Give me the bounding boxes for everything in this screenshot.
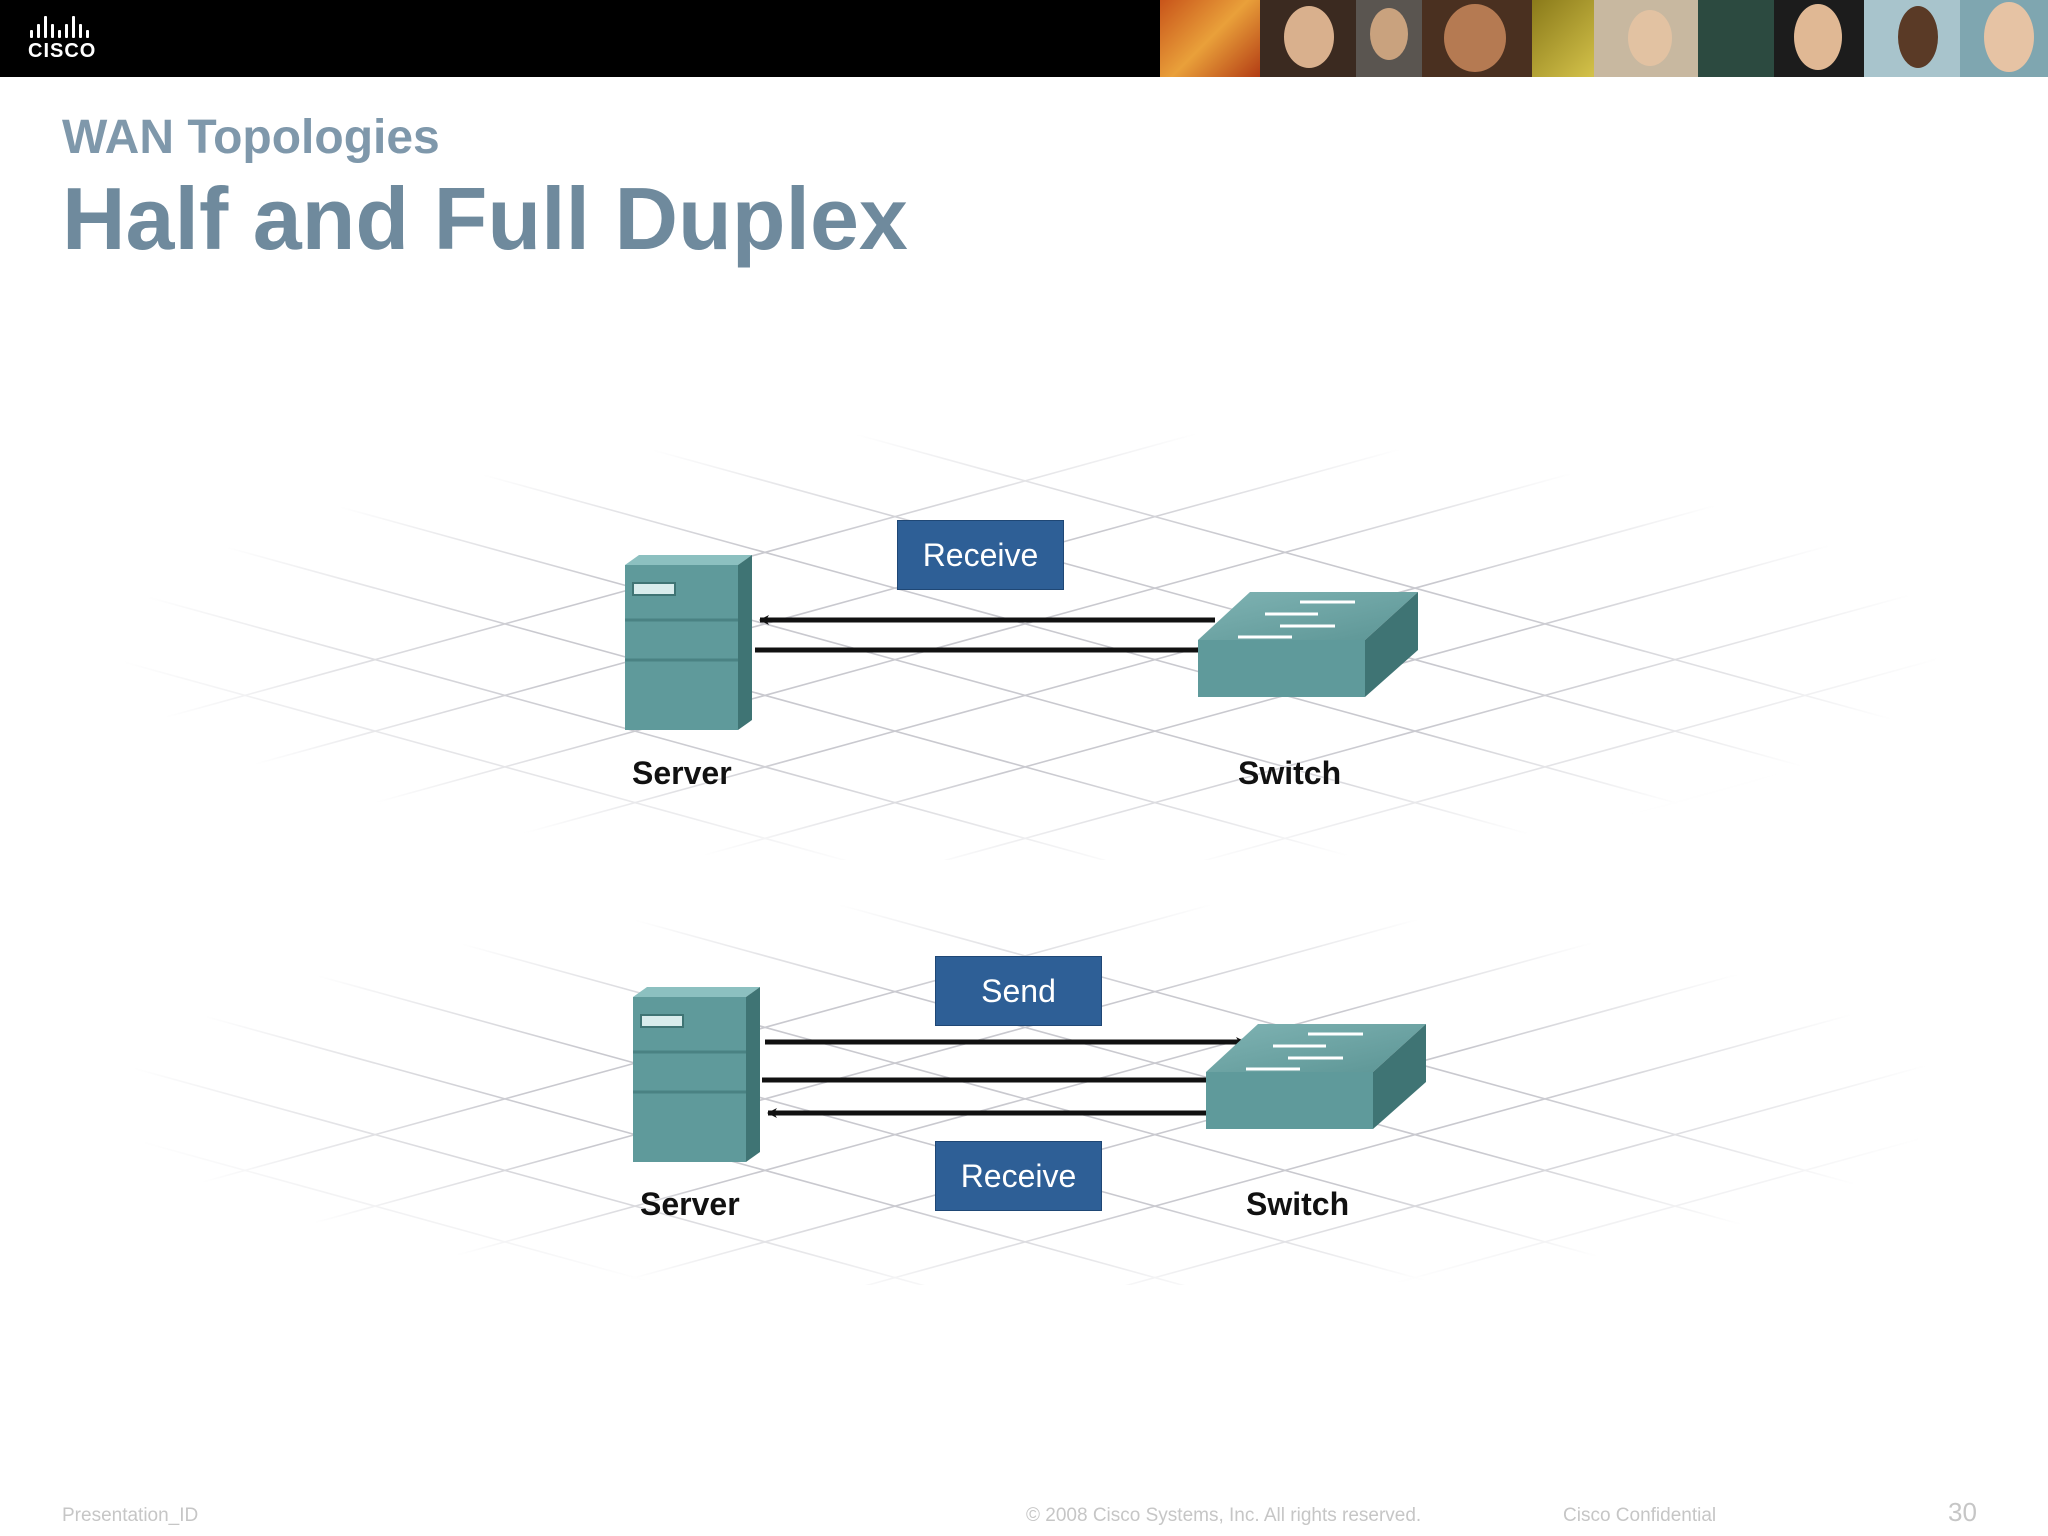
server-icon bbox=[625, 555, 752, 730]
receive-label-box: Receive bbox=[897, 520, 1064, 590]
header-photo bbox=[1422, 0, 1532, 77]
page-number: 30 bbox=[1948, 1497, 1977, 1527]
header-photo bbox=[1356, 0, 1422, 77]
cisco-logo-icon bbox=[28, 14, 118, 38]
header-photo bbox=[1594, 0, 1698, 77]
header-photo bbox=[1260, 0, 1356, 77]
switch-label: Switch bbox=[1246, 1186, 1350, 1222]
switch-label: Switch bbox=[1238, 755, 1342, 791]
full-duplex-link bbox=[762, 1037, 1246, 1118]
slide-title: Half and Full Duplex bbox=[62, 169, 908, 268]
header-photo bbox=[1160, 0, 1260, 77]
cisco-logo-word: CISCO bbox=[28, 40, 97, 62]
header-photo bbox=[1864, 0, 1960, 77]
half-duplex-link bbox=[755, 615, 1215, 653]
header-photo bbox=[1532, 0, 1594, 77]
header-photo bbox=[1698, 0, 1774, 77]
header-photo bbox=[1960, 0, 2048, 77]
send-label-box: Send bbox=[935, 956, 1102, 1026]
header-bar: CISCO bbox=[0, 0, 2048, 77]
copyright-notice: © 2008 Cisco Systems, Inc. All rights re… bbox=[1026, 1505, 1422, 1526]
confidential-notice: Cisco Confidential bbox=[1563, 1505, 1717, 1526]
switch-icon bbox=[1198, 592, 1418, 697]
cisco-logo: CISCO bbox=[28, 14, 118, 66]
header-photo-strip bbox=[1160, 0, 2048, 77]
slide-subtitle: WAN Topologies bbox=[62, 111, 440, 164]
header-photo bbox=[1774, 0, 1864, 77]
server-icon bbox=[633, 987, 760, 1162]
receive-label-box: Receive bbox=[935, 1141, 1102, 1211]
server-label: Server bbox=[632, 755, 732, 791]
server-label: Server bbox=[640, 1186, 740, 1222]
presentation-id: Presentation_ID bbox=[62, 1505, 199, 1526]
switch-icon bbox=[1206, 1024, 1426, 1129]
